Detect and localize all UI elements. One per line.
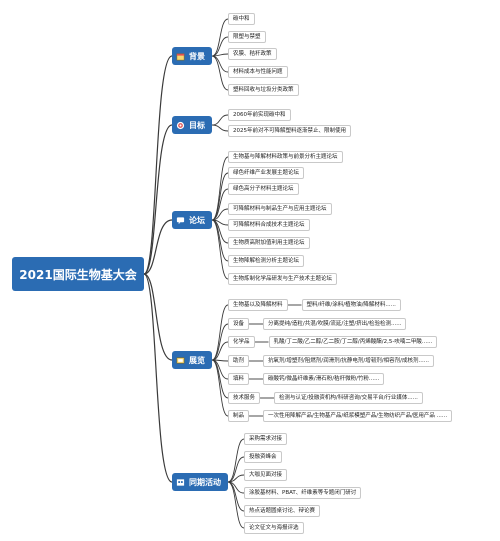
- connector-line: [211, 18, 229, 57]
- connector-line: [143, 55, 173, 275]
- connector-line: [143, 124, 173, 275]
- connector-line: [211, 188, 229, 221]
- branch-label: 同期活动: [189, 477, 221, 487]
- connector-line: [211, 304, 229, 361]
- branch-label: 目标: [189, 120, 205, 130]
- topic-item[interactable]: 采购需求对接: [244, 433, 288, 445]
- exhibit-detail[interactable]: 塑料/纤维/涂料/植物油/降解材料......: [301, 299, 401, 311]
- connector-line: [211, 55, 229, 73]
- topic-item[interactable]: 绿色纤维产业发展主题论坛: [228, 167, 305, 179]
- exhibit-category-fillers[interactable]: 填料: [228, 373, 250, 385]
- topic-item[interactable]: 限塑与禁塑: [228, 31, 266, 43]
- topic-item[interactable]: 可降解材料与制品生产与应用主题论坛: [228, 203, 332, 215]
- branch-1[interactable]: 背景: [172, 47, 212, 65]
- topic-item[interactable]: 生物基与降解材料政策与前景分析主题论坛: [228, 151, 343, 163]
- exhibit-category-biobased-materials[interactable]: 生物基以及降解材料: [228, 299, 288, 311]
- topic-item[interactable]: 生物降解检测分析主题论坛: [228, 255, 305, 267]
- topic-item[interactable]: 生物炼制化学品研发与生产技术主题论坛: [228, 273, 338, 285]
- exhibit-detail[interactable]: 碳酸钙/微晶纤维素/滑石粉/秸秆微粉/竹粉......: [263, 373, 385, 385]
- topic-item[interactable]: 碳中和: [228, 13, 255, 25]
- connector-line: [211, 219, 229, 262]
- connector-line: [227, 474, 245, 483]
- exhibit-icon: [176, 356, 185, 365]
- connector-line: [227, 481, 245, 529]
- exhibit-category-tech-services[interactable]: 技术服务: [228, 392, 261, 404]
- branch-label: 背景: [189, 51, 205, 61]
- exhibit-detail[interactable]: 分离提纯/造粒/共混/吹膜/流延/注塑/挤出/检验检测......: [263, 318, 407, 330]
- exhibit-category-additives[interactable]: 助剂: [228, 355, 250, 367]
- topic-item[interactable]: 材料成本与性能问题: [228, 66, 288, 78]
- connector-line: [211, 341, 229, 361]
- topic-item[interactable]: 大咖见面对接: [244, 469, 288, 481]
- topic-item[interactable]: 2060年前实现碳中和: [228, 109, 291, 121]
- connector-line: [211, 55, 229, 91]
- topic-item[interactable]: 绿色高分子材料主题论坛: [228, 183, 299, 195]
- topic-item[interactable]: 塑料回收与垃圾分类政策: [228, 84, 299, 96]
- branch-2[interactable]: 目标: [172, 116, 212, 134]
- topic-item[interactable]: 热点话题圆桌讨论、辩论赛: [244, 505, 321, 517]
- connector-line: [211, 359, 229, 399]
- connector-line: [227, 438, 245, 483]
- calendar-icon: [176, 52, 185, 61]
- connector-line: [211, 172, 229, 221]
- topic-item[interactable]: 农膜、秸秆政策: [228, 48, 277, 60]
- exhibit-category-products[interactable]: 制品: [228, 410, 250, 422]
- connector-line: [143, 273, 173, 361]
- connector-line: [211, 124, 229, 132]
- branch-label: 展览: [189, 355, 205, 365]
- exhibit-detail[interactable]: 抗氧剂/增塑剂/阻燃剂/润滑剂/抗静电剂/增韧剂/相容剂/成核剂......: [263, 355, 434, 367]
- connector-line: [211, 114, 229, 126]
- exhibit-detail[interactable]: 检测与认证/投融资机构/科研咨询/交易平台/行业媒体......: [274, 392, 423, 404]
- topic-item[interactable]: 论文征文与海报评选: [244, 522, 304, 534]
- exhibit-category-equipment[interactable]: 设备: [228, 318, 250, 330]
- topic-item[interactable]: 2025年前对不可降解塑料逐渐禁止、限制使用: [228, 125, 351, 137]
- exhibit-detail[interactable]: 乳酸/丁二酸/乙二醇/乙二胺/丁二醇/丙烯酸酯/2,5-呋喃二甲酸......: [268, 336, 438, 348]
- topic-item[interactable]: 可降解材料合成技术主题论坛: [228, 219, 310, 231]
- topic-item[interactable]: 生物质高附加值利用主题论坛: [228, 237, 310, 249]
- branch-label: 论坛: [189, 215, 205, 225]
- connector-line: [211, 156, 229, 221]
- forum-icon: [176, 216, 185, 225]
- branch-4[interactable]: 展览: [172, 351, 212, 369]
- topic-item[interactable]: 投融资峰会: [244, 451, 282, 463]
- connector-line: [211, 219, 229, 280]
- connector-line: [211, 359, 229, 380]
- connector-line: [143, 273, 173, 483]
- connector-line: [211, 36, 229, 57]
- exhibit-detail[interactable]: 一次性用降解产品/生物基产品/纸浆模塑产品/生物纺织产品/医用产品 ......: [263, 410, 453, 422]
- event-icon: [176, 478, 185, 487]
- topic-item[interactable]: 涂胶基材料、PBAT、纤维素等专题闭门研讨: [244, 487, 362, 499]
- connector-line: [211, 323, 229, 361]
- connector-line: [227, 456, 245, 483]
- branch-3[interactable]: 论坛: [172, 211, 212, 229]
- central-topic[interactable]: 2021国际生物基大会: [12, 257, 144, 291]
- exhibit-category-chemicals[interactable]: 化学品: [228, 336, 255, 348]
- connector-line: [211, 359, 229, 417]
- branch-5[interactable]: 同期活动: [172, 473, 228, 491]
- target-icon: [176, 121, 185, 130]
- connector-line: [143, 219, 173, 275]
